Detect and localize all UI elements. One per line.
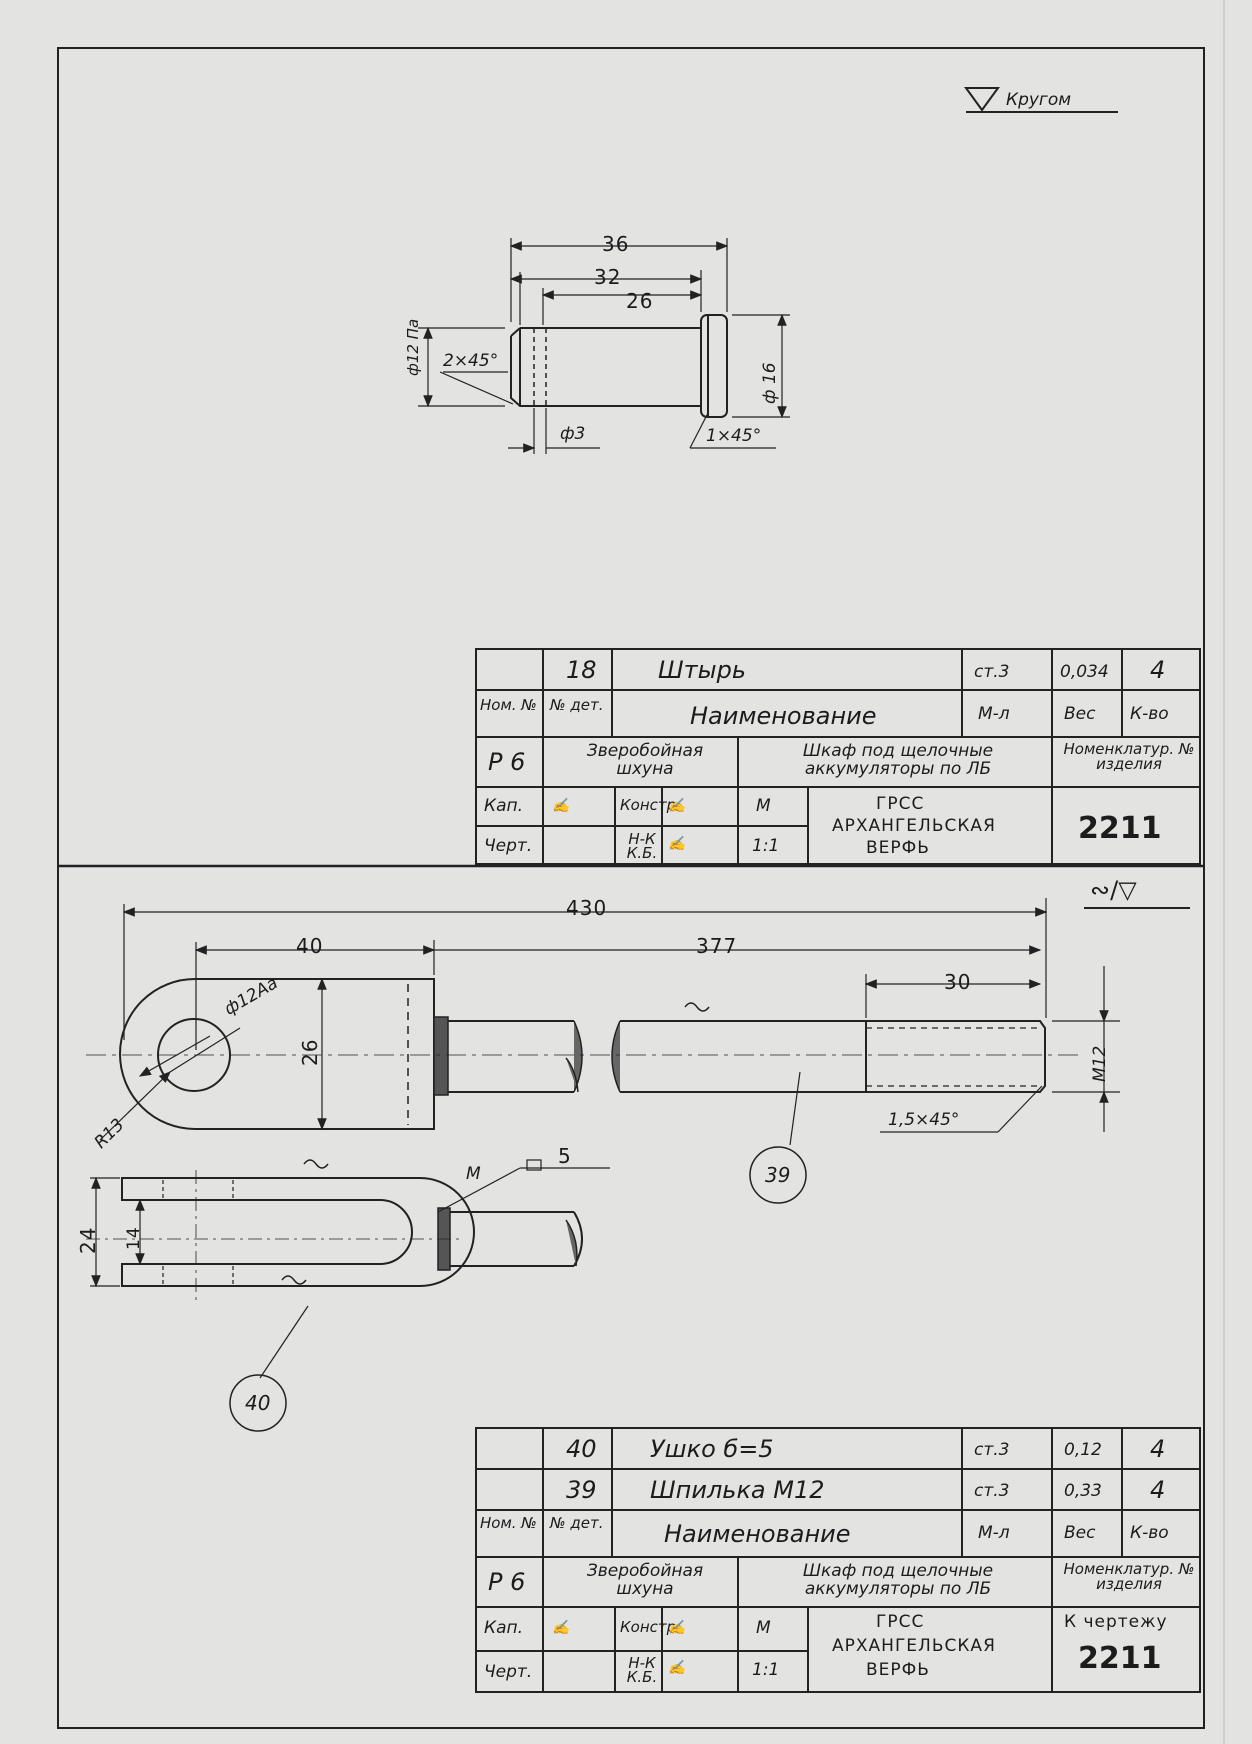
signature-icon: ✍ <box>668 1620 686 1636</box>
callout-39: 39 <box>765 1163 791 1187</box>
surface-finish-note: Кругом <box>1006 90 1072 110</box>
header-name: Наименование <box>690 702 877 730</box>
pin-drawing <box>418 238 790 454</box>
part-material-39: ст.3 <box>974 1481 1010 1501</box>
drawing-number: 2211 <box>1078 1641 1162 1676</box>
org-line-3: ВЕРФЬ <box>866 1660 930 1680</box>
dim-fork-inner: 14 <box>124 1226 144 1250</box>
part-weight-40: 0,12 <box>1064 1440 1102 1460</box>
surface-triangle-icon <box>964 87 1000 112</box>
nk-kb-label: Н-К К.Б. <box>626 1654 658 1686</box>
org-line-2: АРХАНГЕЛЬСКАЯ <box>832 1636 996 1656</box>
header-material: М-л <box>978 704 1010 724</box>
reference-label: К чертежу <box>1064 1612 1168 1632</box>
scale-value: 1:1 <box>752 1660 780 1680</box>
header-num: Ном. № <box>480 696 537 714</box>
part-quantity: 4 <box>1150 656 1166 684</box>
header-weight: Вес <box>1064 704 1096 724</box>
dim-mid-length: 32 <box>594 265 622 289</box>
project-code: Р 6 <box>488 1568 526 1596</box>
captain-label: Кап. <box>484 796 524 816</box>
part-number-40: 40 <box>566 1435 597 1463</box>
drawing-number: 2211 <box>1078 811 1162 846</box>
project-code: Р 6 <box>488 748 526 776</box>
weld-symbol: М <box>466 1164 481 1184</box>
org-line-1: ГРСС <box>876 794 925 814</box>
header-qty: К-во <box>1130 1523 1169 1543</box>
header-weight: Вес <box>1064 1523 1096 1543</box>
org-line-1: ГРСС <box>876 1612 925 1632</box>
vessel-name: Зверобойная шхуна <box>586 741 704 779</box>
part-number-39: 39 <box>566 1476 597 1504</box>
part-number: 18 <box>566 656 597 684</box>
dim-shank-length: 26 <box>626 289 654 313</box>
scale-label: М <box>756 796 771 816</box>
signature-icon: ✍ <box>668 1660 686 1676</box>
weld-size: 5 <box>558 1144 572 1168</box>
surface-finish-note-bottom: ∾/▽ <box>1090 876 1137 904</box>
dim-shank-diameter: ф12 Па <box>404 318 422 376</box>
signature-icon: ✍ <box>552 798 570 814</box>
org-line-3: ВЕРФЬ <box>866 838 930 858</box>
dim-thread-chamfer: 1,5×45° <box>888 1110 960 1130</box>
part-weight-39: 0,33 <box>1064 1481 1102 1501</box>
signature-icon: ✍ <box>668 798 686 814</box>
signature-icon: ✍ <box>552 1620 570 1636</box>
org-line-2: АРХАНГЕЛЬСКАЯ <box>832 816 996 836</box>
nomenclature-label: Номенклатур. № изделия <box>1063 740 1195 773</box>
dim-end-chamfer: 2×45° <box>443 351 499 371</box>
signature-icon: ✍ <box>668 836 686 852</box>
title-block-bottom-grid <box>475 1427 1201 1693</box>
callout-40: 40 <box>245 1391 271 1415</box>
nk-kb-label: Н-К К.Б. <box>626 830 658 862</box>
designer-label: Констр. <box>620 796 681 814</box>
part-quantity-39: 4 <box>1150 1476 1166 1504</box>
part-material-40: ст.3 <box>974 1440 1010 1460</box>
title-block-top-grid <box>475 648 1201 865</box>
dim-cotter-hole: ф3 <box>560 424 586 444</box>
nomenclature-label: Номенклатур. № изделия <box>1063 1560 1195 1593</box>
header-det: № дет. <box>550 696 604 714</box>
item-description: Шкаф под щелочные аккумуляторы по ЛБ <box>802 741 994 779</box>
part-name-40: Ушко б=5 <box>650 1435 774 1463</box>
dim-thread-30: 30 <box>944 970 972 994</box>
header-qty: К-во <box>1130 704 1169 724</box>
drafter-label: Черт. <box>484 1662 533 1682</box>
drafter-label: Черт. <box>484 836 533 856</box>
dim-overall-length: 36 <box>602 232 630 256</box>
header-material: М-л <box>978 1523 1010 1543</box>
dim-fork-outer: 24 <box>76 1226 100 1254</box>
dim-rod-377: 377 <box>696 934 738 958</box>
dim-eye-40: 40 <box>296 934 324 958</box>
header-name: Наименование <box>664 1520 851 1548</box>
header-num: Ном. № <box>480 1514 537 1532</box>
part-quantity-40: 4 <box>1150 1435 1166 1463</box>
part-name-39: Шпилька М12 <box>650 1476 825 1504</box>
callout-circle-39 <box>749 1146 807 1204</box>
scale-value: 1:1 <box>752 836 780 856</box>
part-name: Штырь <box>658 656 746 684</box>
dim-eye-width-26: 26 <box>298 1038 322 1066</box>
designer-label: Констр. <box>620 1618 681 1636</box>
header-det: № дет. <box>550 1514 604 1532</box>
vessel-name: Зверобойная шхуна <box>586 1561 704 1599</box>
scale-label: М <box>756 1618 771 1638</box>
part-material: ст.3 <box>974 662 1010 682</box>
part-weight: 0,034 <box>1060 662 1109 682</box>
sheet-frame <box>57 47 1205 1729</box>
dim-head-chamfer: 1×45° <box>706 426 762 446</box>
callout-circle-40 <box>229 1374 287 1432</box>
dim-head-diameter: ф 16 <box>760 362 780 404</box>
dim-thread-m12: М12 <box>1090 1045 1110 1082</box>
dim-overall-430: 430 <box>566 896 608 920</box>
item-description: Шкаф под щелочные аккумуляторы по ЛБ <box>802 1561 994 1599</box>
eye-rod-drawing <box>86 898 1190 1432</box>
captain-label: Кап. <box>484 1618 524 1638</box>
